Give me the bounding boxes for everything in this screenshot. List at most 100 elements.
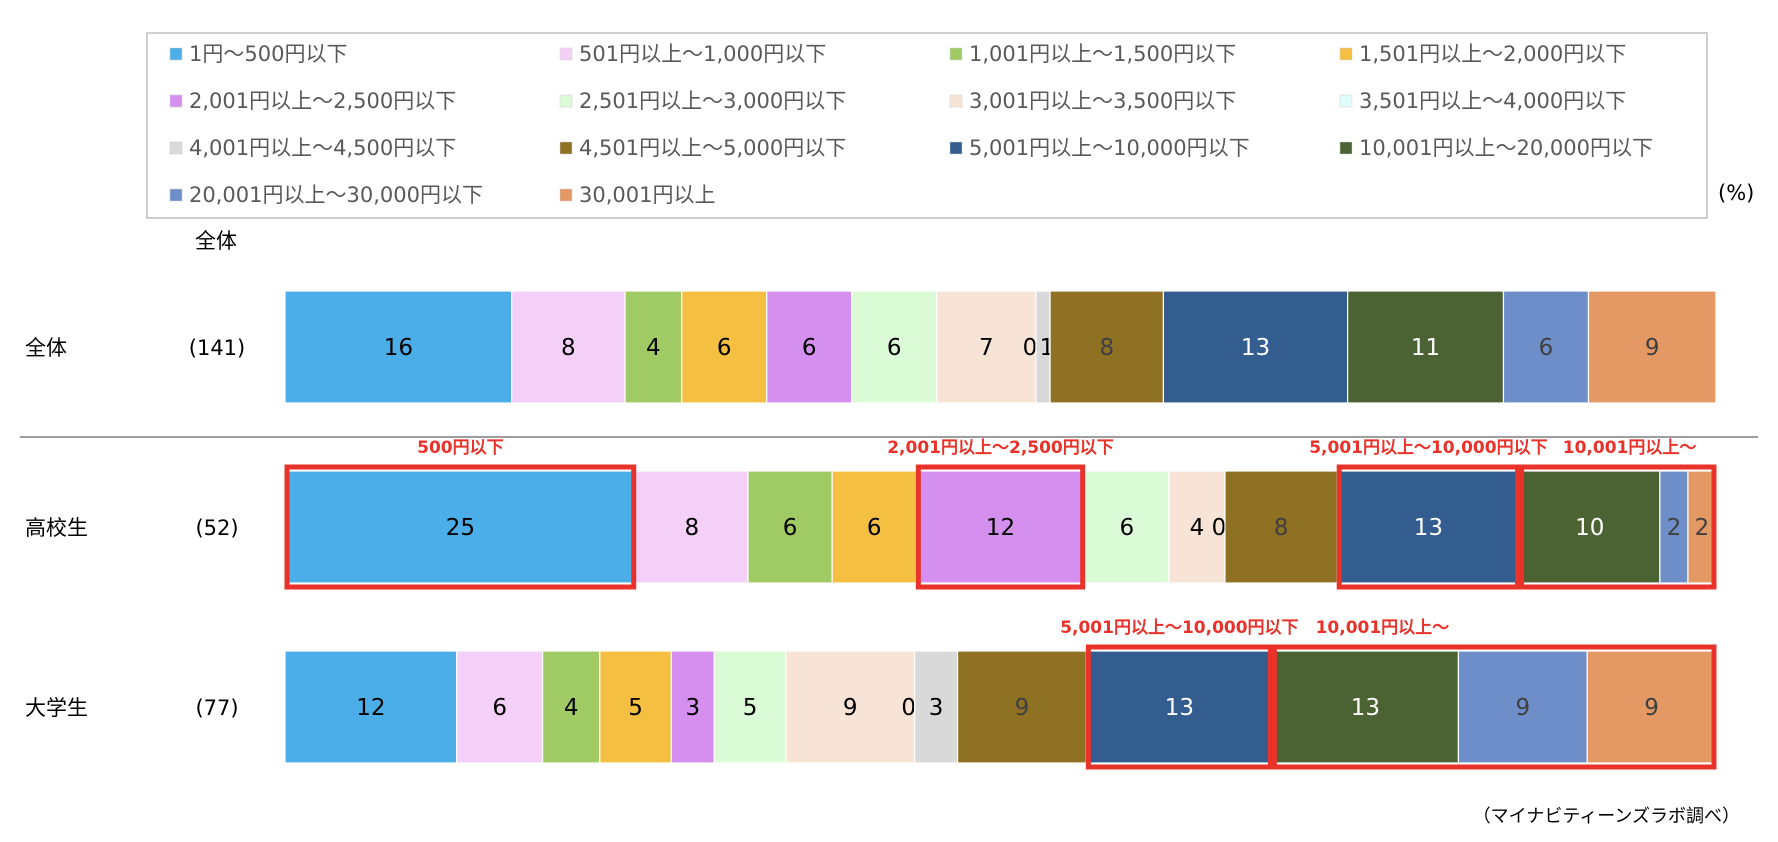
bar-value-label: 5 xyxy=(743,695,758,721)
bar-segment xyxy=(1457,650,1588,764)
bar-segment xyxy=(766,290,853,404)
header-label: 全体 xyxy=(195,229,237,253)
bar-value-label: 9 xyxy=(1515,695,1530,721)
legend-entry: 3,001円以上～3,500円以下 xyxy=(969,89,1236,113)
legend-entry: 501円以上～1,000円以下 xyxy=(579,42,826,66)
bar-segment xyxy=(284,470,637,584)
bar-value-label: 2 xyxy=(1667,515,1682,541)
bar-value-label: 7 xyxy=(979,335,994,361)
callout-label: 10,001円以上～ xyxy=(1563,438,1697,458)
bar-segment xyxy=(599,650,672,764)
row-name: 大学生 xyxy=(25,696,88,720)
bar-segment xyxy=(284,290,513,404)
legend-entry: 2,001円以上～2,500円以下 xyxy=(189,89,456,113)
callout-label: 2,001円以上～2,500円以下 xyxy=(887,438,1114,458)
bar-segment xyxy=(670,650,715,764)
bar-segment xyxy=(456,650,544,764)
legend-entry: 10,001円以上～20,000円以下 xyxy=(1359,136,1653,160)
bar-segment xyxy=(713,650,787,764)
highlight-box xyxy=(915,464,1086,590)
callout-label: 5,001円以上～10,000円以下 xyxy=(1309,438,1547,458)
bar-value-label: 9 xyxy=(1644,695,1659,721)
bar-segment xyxy=(747,470,833,584)
bar-value-label: 6 xyxy=(1539,335,1554,361)
callout-label: 500円以下 xyxy=(417,438,504,458)
highlight-box xyxy=(1085,644,1273,770)
bar-value-label: 13 xyxy=(1241,335,1270,361)
bar-value-label: 12 xyxy=(356,695,385,721)
bar-segment xyxy=(511,290,626,404)
bar-value-label: 6 xyxy=(887,335,902,361)
bar-segment xyxy=(1049,290,1165,404)
bar-value-label: 8 xyxy=(561,335,576,361)
bar-segment xyxy=(1224,470,1338,584)
bar-segment xyxy=(915,470,1086,584)
bar-segment xyxy=(1518,470,1661,584)
bar-value-label: 2 xyxy=(1695,515,1710,541)
bar-value-label: 12 xyxy=(986,515,1015,541)
legend-entry: 2,501円以上～3,000円以下 xyxy=(579,89,846,113)
bar-value-label: 3 xyxy=(686,695,701,721)
bar-value-label: 9 xyxy=(843,695,858,721)
bar-value-label: 13 xyxy=(1351,695,1380,721)
legend-frame xyxy=(146,32,1708,219)
bar-segment xyxy=(284,650,458,764)
row-count: (52) xyxy=(195,516,238,540)
bar-value-label: 4 xyxy=(564,695,579,721)
row-count: (77) xyxy=(195,696,238,720)
bar-value-label: 13 xyxy=(1165,695,1194,721)
bar-value-label: 5 xyxy=(628,695,643,721)
bar-segment xyxy=(936,290,1037,404)
legend-entry: 4,001円以上～4,500円以下 xyxy=(189,136,456,160)
bar-value-label: 16 xyxy=(384,335,413,361)
legend-swatch xyxy=(949,94,963,108)
bar-segment xyxy=(831,470,917,584)
callouts: 500円以下 2,001円以上～2,500円以下 5,001円以上～10,000円以… xyxy=(284,438,1717,770)
source-note: （マイナビティーンズラボ調べ） xyxy=(1473,806,1740,827)
legend-swatch xyxy=(949,47,963,61)
bar-segment xyxy=(1162,290,1349,404)
row-count: (141) xyxy=(189,336,245,360)
highlight-box xyxy=(284,464,637,590)
bar-value-label: 25 xyxy=(446,515,475,541)
highlight-box xyxy=(1336,464,1521,590)
bar-value-label: 13 xyxy=(1414,515,1443,541)
bar-segment xyxy=(785,650,916,764)
bar-segment xyxy=(851,290,938,404)
legend-entry: 4,501円以上～5,000円以下 xyxy=(579,136,846,160)
legend-entry: 20,001円以上～30,000円以下 xyxy=(189,183,483,207)
bar-segment xyxy=(1659,470,1689,584)
bar-value-label: 6 xyxy=(783,515,798,541)
legend-swatch xyxy=(169,188,183,202)
highlight-box xyxy=(1519,464,1717,590)
callout-label: 10,001円以上～ xyxy=(1316,618,1450,638)
bar-value-label: 9 xyxy=(1015,695,1030,721)
legend-swatch xyxy=(559,141,573,155)
legend-swatch xyxy=(169,94,183,108)
bar-value-label: 9 xyxy=(1645,335,1660,361)
legend-entry: 5,001円以上～10,000円以下 xyxy=(969,136,1250,160)
bar-segment xyxy=(1586,650,1717,764)
bar-value-label: 10 xyxy=(1575,515,1604,541)
bar-segment xyxy=(1687,470,1717,584)
bar-value-label: 6 xyxy=(802,335,817,361)
legend-swatch xyxy=(1339,94,1353,108)
bar-segment xyxy=(1336,470,1521,584)
bar-segment xyxy=(1587,290,1717,404)
legend-swatch xyxy=(169,141,183,155)
bar-value-label: 11 xyxy=(1411,335,1440,361)
bar-value-label: 6 xyxy=(492,695,507,721)
bar-value-label: 6 xyxy=(867,515,882,541)
legend-entry: 1円～500円以下 xyxy=(189,42,347,66)
bar-segment xyxy=(1085,650,1273,764)
legend-swatch xyxy=(559,47,573,61)
legend-swatch xyxy=(1339,141,1353,155)
unit-label: (%) xyxy=(1718,181,1754,205)
